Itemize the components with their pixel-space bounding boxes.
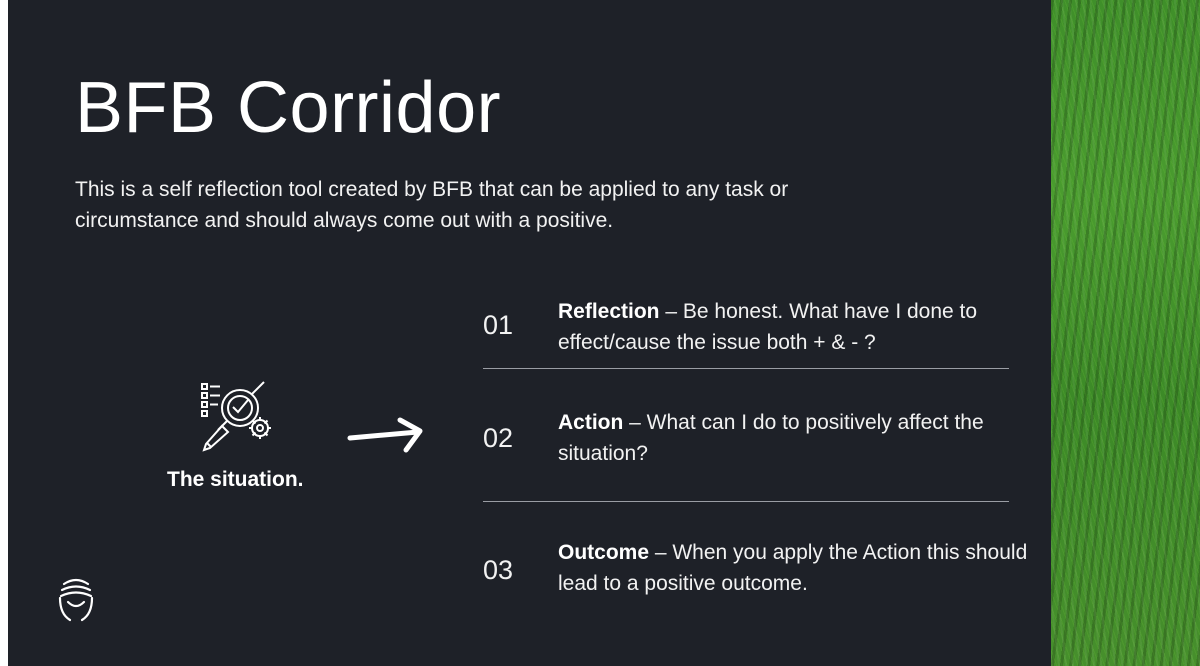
- right-arrow-icon: [347, 417, 423, 453]
- step-text: Action – What can I do to positively aff…: [558, 407, 1028, 469]
- step-heading: Outcome: [558, 541, 650, 564]
- grass-image: [1051, 0, 1200, 666]
- step-number: 01: [483, 310, 514, 340]
- step-text: Outcome – When you apply the Action this…: [558, 537, 1028, 599]
- subtitle: This is a self reflection tool created b…: [75, 178, 789, 232]
- step-body: – When you apply the Action this should …: [558, 541, 1028, 595]
- bfb-helmet-logo-icon: [58, 578, 94, 622]
- step-text: Reflection – Be honest. What have I done…: [558, 296, 1028, 358]
- divider: [483, 501, 1009, 502]
- step-number: 02: [483, 423, 514, 453]
- situation-label: The situation.: [167, 468, 304, 491]
- page-title: BFB Corridor: [75, 68, 502, 148]
- step-heading: Reflection: [558, 300, 660, 323]
- divider: [483, 368, 1009, 369]
- slide: BFB Corridor This is a self reflection t…: [8, 0, 1051, 666]
- step-heading: Action: [558, 411, 624, 434]
- checklist-magnifier-gear-icon: [201, 381, 271, 452]
- step-number: 03: [483, 555, 514, 585]
- step-body: – Be honest. What have I done to effect/…: [558, 300, 978, 354]
- step-body: – What can I do to positively affect the…: [558, 411, 984, 465]
